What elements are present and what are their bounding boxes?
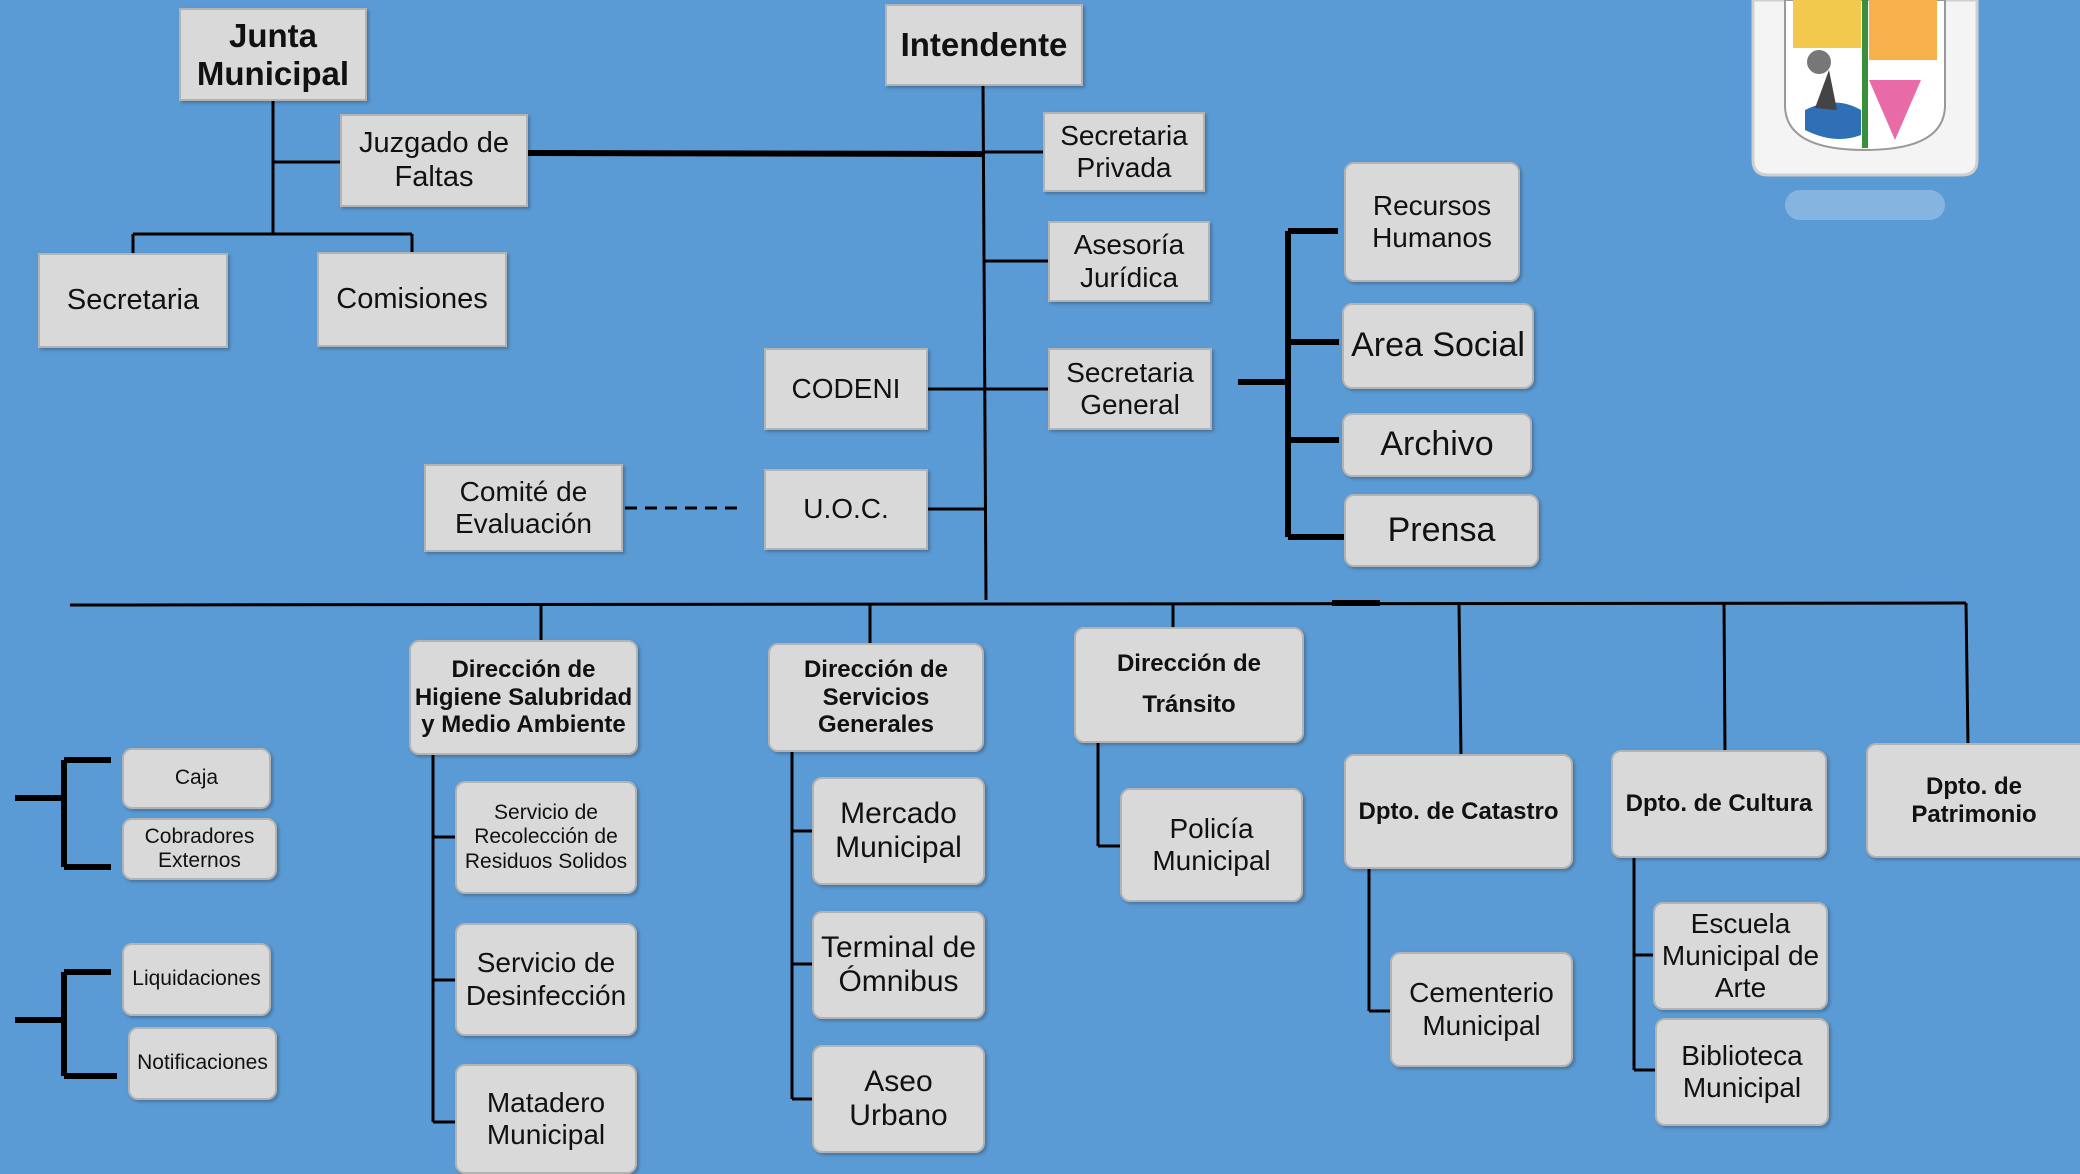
node-archivo: Archivo	[1342, 413, 1532, 477]
municipal-crest-icon	[1745, 0, 1985, 240]
node-dpto-patrimonio: Dpto. de Patrimonio	[1866, 743, 2080, 858]
node-area-social: Area Social	[1342, 303, 1534, 389]
node-junta-municipal: Junta Municipal	[179, 8, 367, 101]
node-direccion-transito: Dirección de Tránsito	[1074, 627, 1304, 743]
node-aseo-urbano: Aseo Urbano	[812, 1045, 985, 1153]
node-notificaciones: Notificaciones	[128, 1027, 277, 1100]
node-recursos-humanos: Recursos Humanos	[1344, 162, 1520, 282]
node-uoc: U.O.C.	[764, 469, 928, 550]
node-asesoria-juridica: Asesoría Jurídica	[1048, 221, 1210, 302]
node-servicio-desinfeccion: Servicio de Desinfección	[455, 923, 637, 1036]
node-cobradores-externos: Cobradores Externos	[122, 818, 277, 880]
node-comite-de-evaluacion: Comité de Evaluación	[424, 464, 623, 552]
node-juzgado-de-faltas: Juzgado de Faltas	[340, 114, 528, 207]
node-terminal-omnibus: Terminal de Ómnibus	[812, 911, 985, 1019]
node-caja: Caja	[122, 748, 271, 809]
node-codeni: CODENI	[764, 348, 928, 430]
node-mercado-municipal: Mercado Municipal	[812, 777, 985, 885]
node-escuela-municipal-arte: Escuela Municipal de Arte	[1653, 902, 1828, 1010]
node-liquidaciones: Liquidaciones	[122, 943, 271, 1016]
node-direccion-higiene: Dirección de Higiene Salubridad y Medio …	[409, 640, 638, 755]
node-secretaria-junta: Secretaria	[38, 253, 228, 348]
node-policia-municipal: Policía Municipal	[1120, 788, 1303, 902]
node-dpto-catastro: Dpto. de Catastro	[1344, 754, 1573, 869]
node-servicio-recoleccion: Servicio de Recolección de Residuos Soli…	[455, 781, 637, 894]
node-matadero-municipal: Matadero Municipal	[455, 1064, 637, 1174]
node-cementerio-municipal: Cementerio Municipal	[1390, 952, 1573, 1067]
node-biblioteca-municipal: Biblioteca Municipal	[1655, 1018, 1829, 1126]
node-secretaria-general: Secretaria General	[1048, 348, 1212, 430]
node-prensa: Prensa	[1344, 494, 1539, 567]
node-dpto-cultura: Dpto. de Cultura	[1611, 750, 1827, 858]
node-direccion-servicios: Dirección de Servicios Generales	[768, 643, 984, 752]
node-comisiones: Comisiones	[317, 252, 507, 347]
node-intendente: Intendente	[885, 4, 1083, 86]
node-secretaria-privada: Secretaria Privada	[1043, 112, 1205, 192]
